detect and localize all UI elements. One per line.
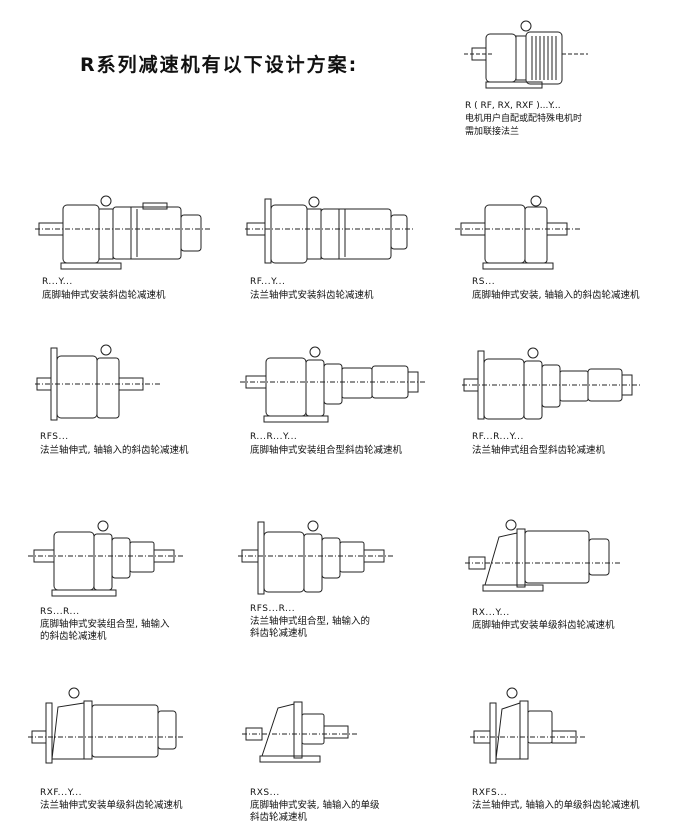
variant-desc: 法兰轴伸式安装单级斜齿轮减速机 xyxy=(40,800,250,812)
variant-desc-line: 的斜齿轮减速机 xyxy=(40,631,107,642)
reducer-drawing-rxs xyxy=(242,690,362,765)
variant-code: RS...R... xyxy=(40,607,80,617)
reducer-drawing-rf xyxy=(245,195,420,275)
variant-desc-line: 底脚轴伸式安装, 轴输入的斜齿轮减速机 xyxy=(472,290,640,301)
variant-code: RFS...R... xyxy=(250,604,296,614)
reducer-drawing-r xyxy=(35,195,215,275)
adapter-code: R ( RF, RX, RXF )...Y... xyxy=(465,101,561,111)
variant-code: RX...Y... xyxy=(472,608,510,618)
variant-code: RXF...Y... xyxy=(40,788,82,798)
reducer-drawing-rfs-r xyxy=(238,518,398,598)
reducer-drawing-r-r xyxy=(240,340,430,425)
variant-code: RF...R...Y... xyxy=(472,432,524,442)
variant-desc: 底脚轴伸式安装斜齿轮减速机 xyxy=(42,290,252,302)
variant-desc-line: 底脚轴伸式安装单级斜齿轮减速机 xyxy=(472,620,615,631)
reducer-drawing-rxf xyxy=(28,685,188,765)
variant-code: RXS... xyxy=(250,788,280,798)
reducer-drawing-rs-r xyxy=(28,518,188,598)
variant-desc: 法兰轴伸式组合型斜齿轮减速机 xyxy=(472,445,682,457)
variant-desc-line: 斜齿轮减速机 xyxy=(250,628,308,639)
variant-desc: 法兰轴伸式安装斜齿轮减速机 xyxy=(250,290,460,302)
variant-desc-line: 法兰轴伸式安装斜齿轮减速机 xyxy=(250,290,374,301)
adapter-note: R ( RF, RX, RXF )...Y... 电机用户自配或配特殊电机时 需… xyxy=(465,100,675,139)
variant-desc: 底脚轴伸式安装单级斜齿轮减速机 xyxy=(472,620,682,632)
adapter-line1: 电机用户自配或配特殊电机时 xyxy=(465,114,583,124)
variant-desc-line: 法兰轴伸式组合型, 轴输入的 xyxy=(250,616,371,627)
variant-code: R...Y... xyxy=(42,277,73,287)
variant-desc: 法兰轴伸式组合型, 轴输入的 斜齿轮减速机 xyxy=(250,616,460,640)
variant-desc: 底脚轴伸式安装组合型, 轴输入 的斜齿轮减速机 xyxy=(40,619,250,643)
page-title: R系列减速机有以下设计方案: xyxy=(80,54,359,76)
variant-code: RFS... xyxy=(40,432,69,442)
variant-desc-line: 底脚轴伸式安装, 轴输入的单级 xyxy=(250,800,380,811)
variant-desc: 底脚轴伸式安装组合型斜齿轮减速机 xyxy=(250,445,460,457)
reducer-drawing-rf-r xyxy=(462,345,647,425)
reducer-drawing-rx xyxy=(465,515,625,600)
variant-desc: 法兰轴伸式, 轴输入的单级斜齿轮减速机 xyxy=(472,800,682,812)
variant-desc-line: 法兰轴伸式组合型斜齿轮减速机 xyxy=(472,445,606,456)
variant-desc-line: 法兰轴伸式安装单级斜齿轮减速机 xyxy=(40,800,183,811)
variant-desc: 底脚轴伸式安装, 轴输入的单级 斜齿轮减速机 xyxy=(250,800,460,824)
reducer-drawing-rfs xyxy=(35,340,165,425)
variant-desc-line: 法兰轴伸式, 轴输入的斜齿轮减速机 xyxy=(40,445,189,456)
variant-code: R...R...Y... xyxy=(250,432,298,442)
variant-desc-line: 法兰轴伸式, 轴输入的单级斜齿轮减速机 xyxy=(472,800,640,811)
variant-code: RS... xyxy=(472,277,496,287)
variant-desc: 底脚轴伸式安装, 轴输入的斜齿轮减速机 xyxy=(472,290,682,302)
variant-code: RXFS... xyxy=(472,788,508,798)
variant-desc-line: 斜齿轮减速机 xyxy=(250,812,308,823)
adapter-line2: 需加联接法兰 xyxy=(465,127,520,137)
reducer-drawing-adapter xyxy=(462,14,592,94)
variant-desc: 法兰轴伸式, 轴输入的斜齿轮减速机 xyxy=(40,445,250,457)
variant-desc-line: 底脚轴伸式安装组合型, 轴输入 xyxy=(40,619,170,630)
reducer-drawing-rs xyxy=(455,195,585,275)
variant-code: RF...Y... xyxy=(250,277,286,287)
variant-desc-line: 底脚轴伸式安装斜齿轮减速机 xyxy=(42,290,166,301)
reducer-drawing-rxfs xyxy=(470,685,590,765)
variant-desc-line: 底脚轴伸式安装组合型斜齿轮减速机 xyxy=(250,445,403,456)
